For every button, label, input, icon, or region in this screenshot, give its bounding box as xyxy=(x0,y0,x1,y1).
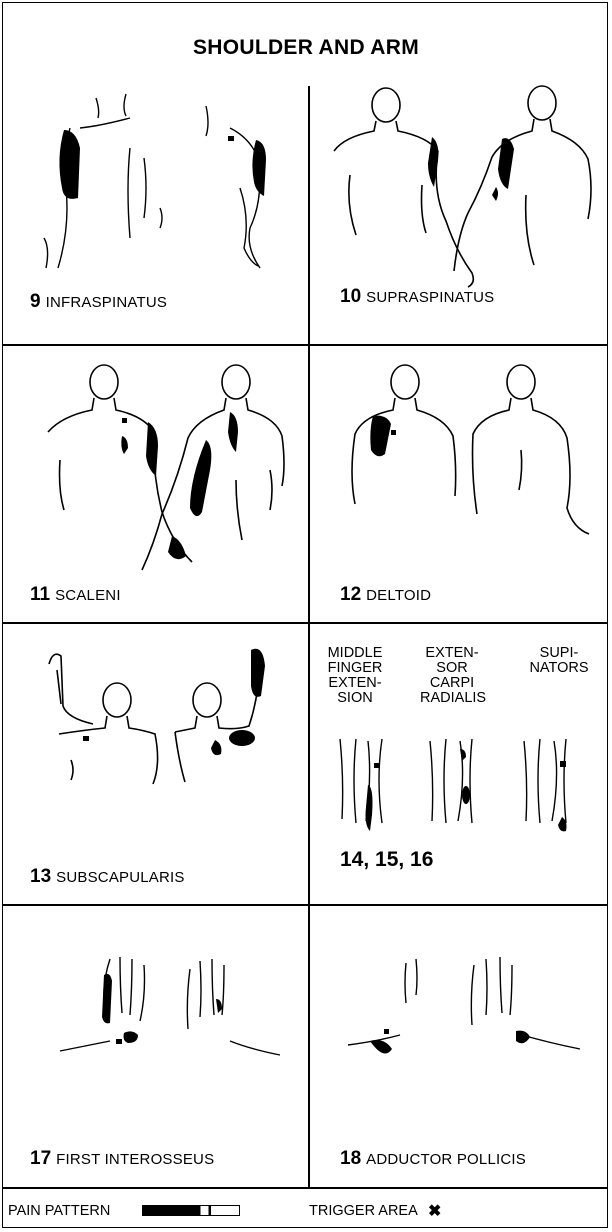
divider-row-1 xyxy=(2,344,608,346)
label-extensor-carpi-radialis: EXTEN- SOR CARPI RADIALIS xyxy=(420,646,484,706)
divider-column xyxy=(308,86,310,1187)
subscapularis-figure xyxy=(35,640,300,790)
caption-scaleni: 11 SCALENI xyxy=(30,584,121,606)
caption-subscapularis: 13 SUBSCAPULARIS xyxy=(30,866,185,888)
muscle-number: 9 xyxy=(30,291,41,312)
page-title: SHOULDER AND ARM xyxy=(0,36,612,60)
muscle-name: SUPRASPINATUS xyxy=(366,289,494,306)
adductor-pollicis-figure xyxy=(340,955,595,1065)
muscle-number: 18 xyxy=(340,1148,361,1169)
legend-pain-pattern-label: PAIN PATTERN xyxy=(8,1203,110,1219)
first-interosseus-figure xyxy=(50,955,300,1065)
muscle-number: 13 xyxy=(30,866,51,887)
supraspinatus-figure xyxy=(330,85,600,290)
legend-trigger-area-label: TRIGGER AREA xyxy=(309,1203,418,1219)
divider-row-3 xyxy=(2,904,608,906)
muscle-name: FIRST INTEROSSEUS xyxy=(56,1151,214,1168)
muscle-name: INFRASPINATUS xyxy=(46,294,168,311)
caption-adductor-pollicis: 18 ADDUCTOR POLLICIS xyxy=(340,1148,526,1170)
muscle-number: 11 xyxy=(30,584,50,605)
caption-supraspinatus: 10 SUPRASPINATUS xyxy=(340,286,494,308)
muscle-name: ADDUCTOR POLLICIS xyxy=(366,1151,526,1168)
caption-infraspinatus: 9 INFRASPINATUS xyxy=(30,291,167,313)
forearm-figures xyxy=(330,735,600,840)
deltoid-figure xyxy=(335,360,595,570)
muscle-name: SCALENI xyxy=(55,587,121,604)
divider-row-4 xyxy=(2,1187,608,1189)
infraspinatus-figure xyxy=(30,88,290,278)
divider-row-2 xyxy=(2,622,608,624)
scaleni-figure xyxy=(30,360,300,570)
muscle-number: 17 xyxy=(30,1148,51,1169)
trigger-area-x-icon: ✖ xyxy=(428,1201,441,1221)
caption-deltoid: 12 DELTOID xyxy=(340,584,431,606)
muscle-name: DELTOID xyxy=(366,587,431,604)
caption-first-interosseus: 17 FIRST INTEROSSEUS xyxy=(30,1148,214,1170)
muscle-name: SUBSCAPULARIS xyxy=(56,869,184,886)
legend-pain-pattern-swatch xyxy=(142,1205,240,1216)
label-middle-finger-extension: MIDDLE FINGER EXTEN- SION xyxy=(326,646,384,706)
label-supinators: SUPI- NATORS xyxy=(528,646,590,676)
muscle-number: 10 xyxy=(340,286,361,307)
muscle-numbers-14-15-16: 14, 15, 16 xyxy=(340,848,433,872)
muscle-number: 12 xyxy=(340,584,361,605)
